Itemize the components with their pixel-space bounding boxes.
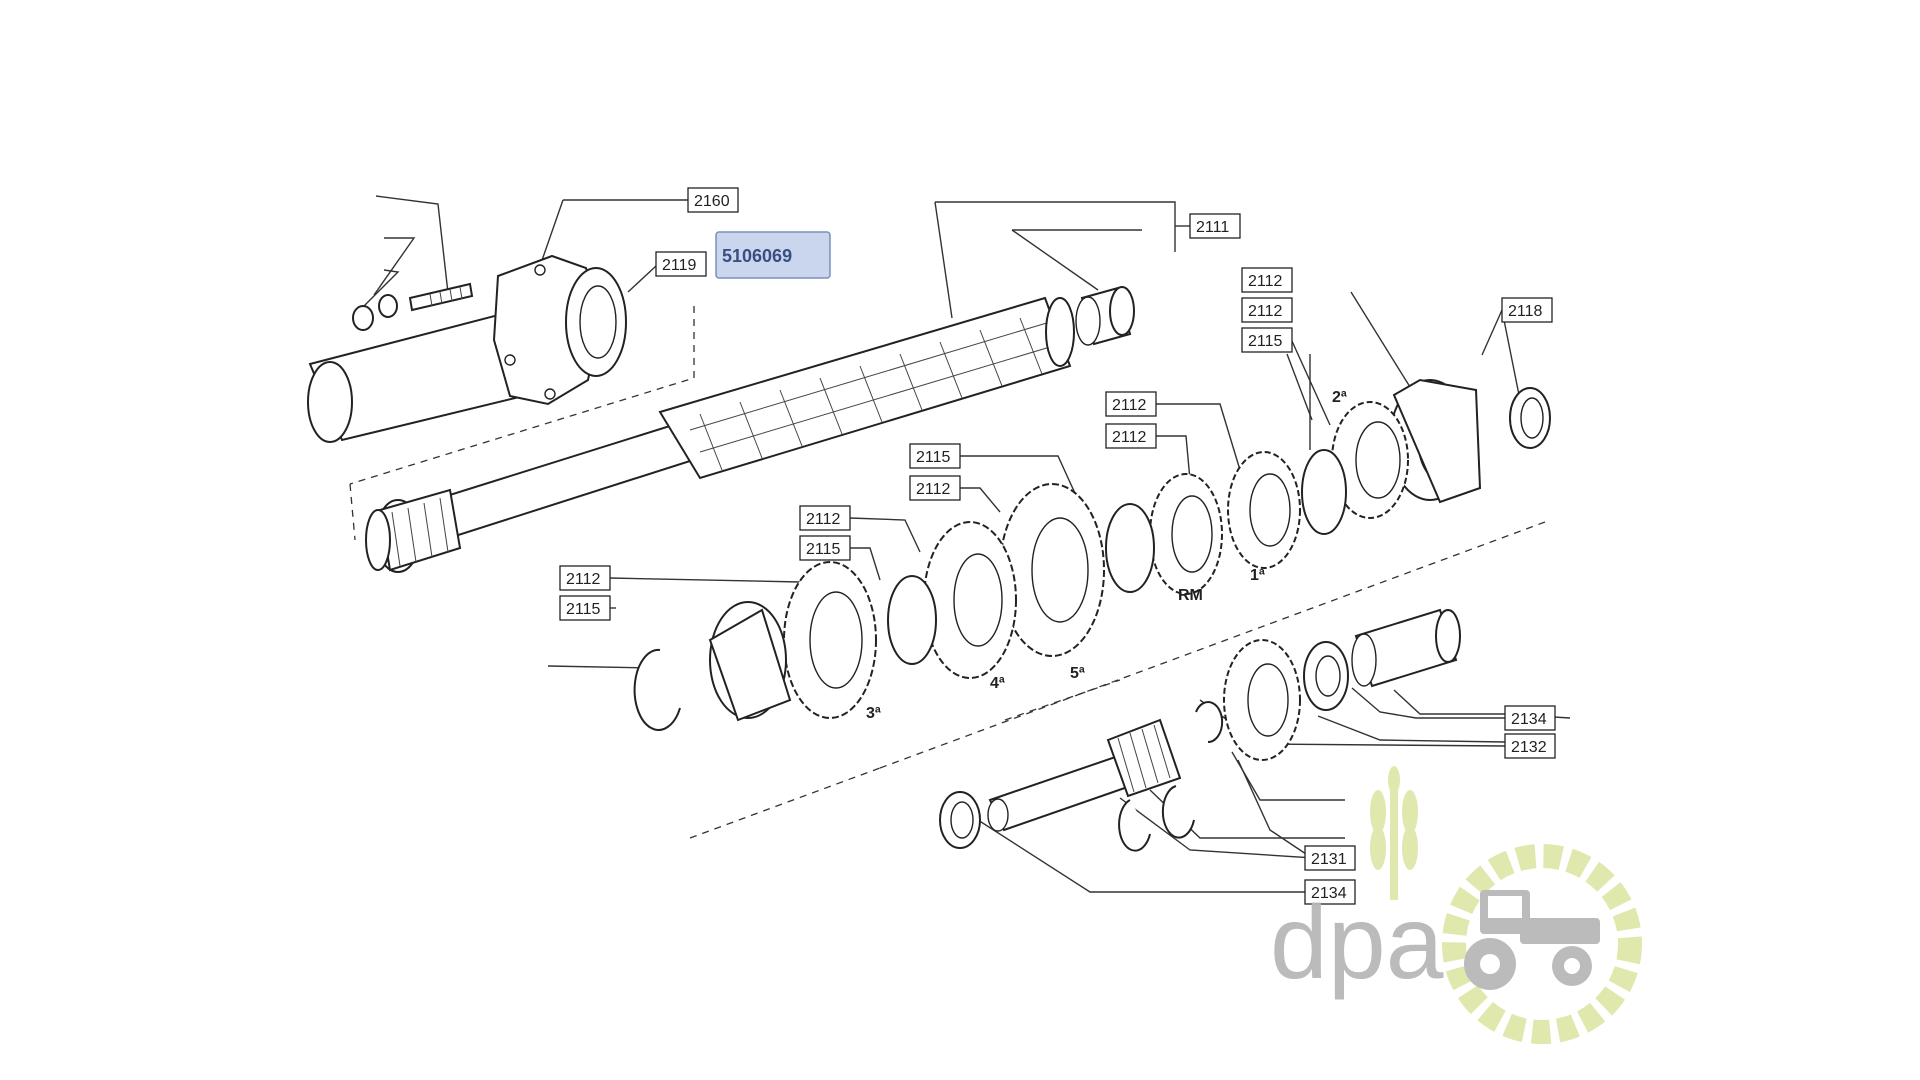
shaft-bushing [1075, 286, 1135, 346]
svg-text:2119: 2119 [662, 257, 697, 274]
gear-label-2a: 2ª [1332, 389, 1347, 406]
svg-text:2111: 2111 [1196, 219, 1229, 236]
callout-2112-right-1: 2112 [1241, 267, 1293, 293]
callout-2115-right: 2115 [1241, 327, 1293, 353]
callout-2112-right-2: 2112 [1241, 297, 1293, 323]
callout-2132: 2132 [1504, 733, 1556, 759]
counter-gear [1223, 639, 1301, 761]
tractor-icon [1464, 890, 1600, 990]
svg-text:2112: 2112 [1248, 303, 1283, 320]
callout-2134-bottom: 2134 [1304, 879, 1356, 905]
svg-text:2134: 2134 [1311, 885, 1347, 902]
ball-bearing [708, 601, 792, 722]
callout-2160: 2160 [687, 187, 739, 213]
gear-labels: 2ª 1ª RM 5ª 4ª 3ª [866, 389, 1347, 722]
svg-text:2112: 2112 [566, 571, 601, 588]
svg-text:2115: 2115 [1248, 333, 1283, 350]
svg-text:2118: 2118 [1508, 303, 1543, 320]
svg-text:2160: 2160 [694, 193, 730, 210]
gear-label-rm: RM [1178, 587, 1203, 604]
gear-label-1a: 1ª [1250, 567, 1265, 584]
gear-2a [1331, 401, 1409, 519]
gear-3a [783, 561, 877, 719]
dpa-logo-text: dpa [1270, 885, 1444, 1001]
part-number-highlight[interactable]: 5106069 [715, 231, 831, 279]
synchro-hub [1389, 378, 1551, 504]
callout-2131: 2131 [1304, 845, 1356, 871]
axis-dashed-lines [349, 306, 1546, 839]
callout-2115-left-2: 2115 [559, 595, 611, 621]
input-tube-flange [307, 254, 627, 443]
callout-2111: 2111 [1189, 213, 1241, 239]
svg-text:2112: 2112 [1112, 429, 1147, 446]
svg-text:2131: 2131 [1311, 851, 1347, 868]
callout-2112-mid-3: 2112 [909, 475, 961, 501]
wheat-icon [1370, 766, 1418, 900]
callout-2112-mid-1: 2112 [1105, 391, 1157, 417]
svg-text:2112: 2112 [1112, 397, 1147, 414]
gear-4a [887, 521, 1017, 679]
main-splined-shaft [365, 296, 1075, 573]
svg-text:2112: 2112 [1248, 273, 1283, 290]
svg-text:2115: 2115 [916, 449, 951, 466]
gear-ring-icon [1442, 844, 1642, 1044]
leader-lines [361, 195, 1571, 893]
part-number-text: 5106069 [722, 246, 792, 266]
gear-5a [999, 483, 1105, 657]
dpa-logo: dpa [1270, 766, 1642, 1044]
callout-2112-mid-2: 2112 [1105, 423, 1157, 449]
callout-2115-mid: 2115 [909, 443, 961, 469]
svg-text:2115: 2115 [806, 541, 841, 558]
svg-text:2112: 2112 [806, 511, 841, 528]
callout-2118: 2118 [1501, 297, 1553, 323]
gear-label-4a: 4ª [990, 675, 1005, 692]
svg-text:2112: 2112 [916, 481, 951, 498]
gear-label-3a: 3ª [866, 705, 881, 722]
svg-text:2134: 2134 [1511, 711, 1547, 728]
callout-2112-left-1: 2112 [799, 505, 851, 531]
gear-1a-pair [1227, 449, 1347, 569]
svg-text:2132: 2132 [1511, 739, 1547, 756]
svg-text:2115: 2115 [566, 601, 601, 618]
nut-washer-stud [352, 282, 474, 331]
callout-2112-left-2: 2112 [559, 565, 611, 591]
gear-label-5a: 5ª [1070, 665, 1085, 682]
callout-2119: 2119 [655, 251, 707, 277]
snap-ring [633, 648, 681, 731]
gear-rm [1105, 473, 1223, 595]
countershaft [939, 718, 1182, 849]
callout-2134-right: 2134 [1504, 705, 1556, 731]
counter-bearing-sleeve [1303, 608, 1461, 711]
counter-snap-rings [1118, 701, 1224, 852]
callout-2115-left-1: 2115 [799, 535, 851, 561]
